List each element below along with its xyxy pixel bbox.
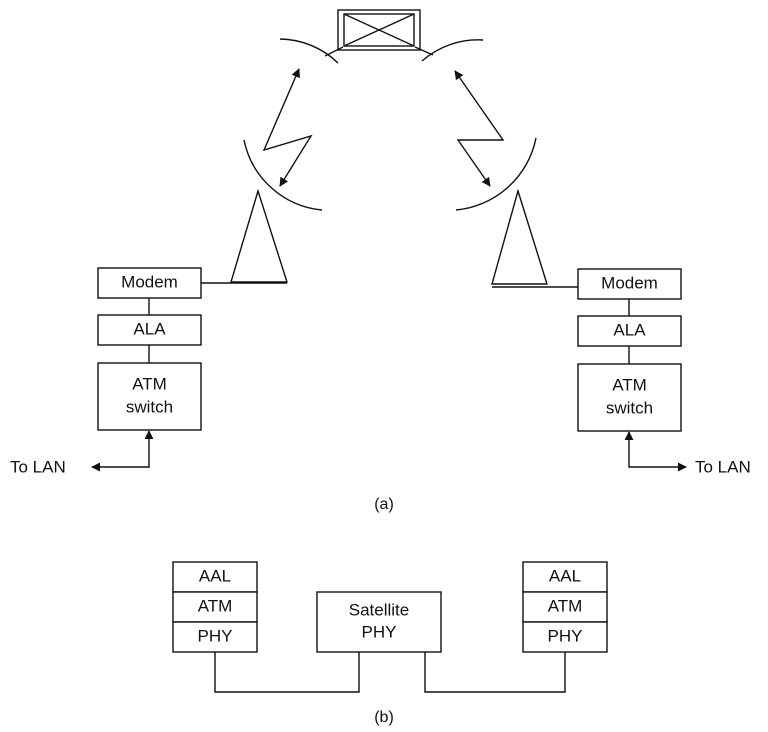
satellite-phy-box (316, 591, 442, 653)
satellite-left-dish-arm (324, 46, 344, 57)
right-atm-switch-label-2: switch (606, 398, 653, 417)
left-lan-arrow (91, 430, 154, 472)
left-aal-label: AAL (199, 566, 231, 585)
right-phy-label: PHY (548, 626, 583, 645)
right-atm-switch-label-1: ATM (612, 375, 647, 394)
satellite-icon (337, 9, 421, 51)
satellite-phy-label-1: Satellite (349, 600, 409, 619)
left-modem-box (97, 267, 202, 299)
left-phy-box (172, 621, 258, 653)
right-aal-box (522, 561, 608, 593)
right-ala-label: ALA (613, 320, 646, 339)
left-ground-antenna-icon (230, 139, 323, 283)
left-atm-switch-label-2: switch (126, 397, 173, 416)
right-lan-arrow (624, 431, 687, 472)
right-lan-label: To LAN (695, 457, 751, 476)
left-lan-label: To LAN (10, 457, 66, 476)
satellite-left-dish-icon (279, 38, 339, 64)
right-atm-switch-box (577, 363, 682, 432)
left-phy-satellite-link (214, 652, 360, 693)
satellite-right-dish-arm (414, 46, 434, 56)
satellite-right-phy-link (424, 652, 566, 693)
satellite-phy-label-2: PHY (362, 622, 397, 641)
caption-a: (a) (374, 496, 394, 513)
left-atm-switch-box (97, 362, 202, 431)
left-ala-box (97, 314, 202, 346)
left-phy-label: PHY (198, 626, 233, 645)
caption-b: (b) (374, 709, 394, 726)
right-modem-label: Modem (601, 273, 658, 292)
right-atm-label: ATM (548, 596, 583, 615)
left-modem-label: Modem (121, 272, 178, 291)
right-radio-link-icon (454, 70, 505, 187)
left-atm-switch-label-1: ATM (132, 374, 167, 393)
right-atm-box (522, 591, 608, 623)
right-ala-box (577, 315, 682, 347)
right-aal-label: AAL (549, 566, 581, 585)
right-ground-antenna-icon (455, 137, 548, 285)
left-atm-label: ATM (198, 596, 233, 615)
left-radio-link-icon (262, 68, 313, 187)
left-ala-label: ALA (133, 319, 166, 338)
satellite-right-dish-icon (421, 39, 484, 62)
right-phy-box (522, 621, 608, 653)
